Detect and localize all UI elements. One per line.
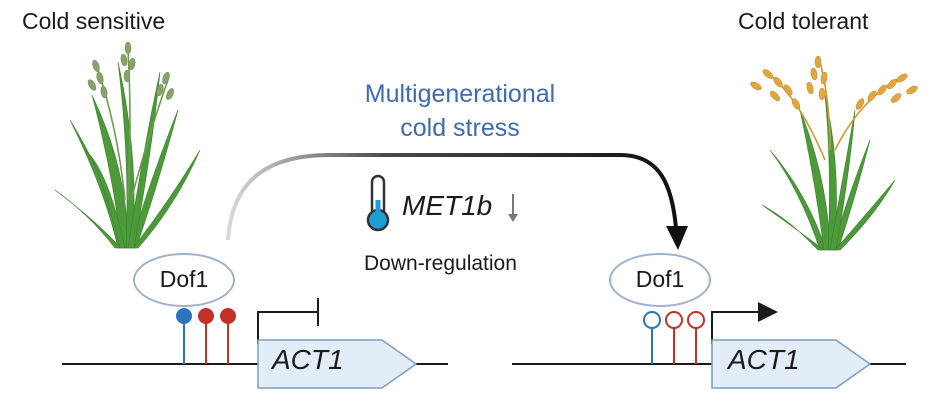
gene-box-left (257, 339, 418, 389)
process-label: Multigenerational cold stress (300, 77, 620, 145)
methylation-sites-left (176, 308, 236, 364)
process-arrow (226, 153, 678, 241)
met1b-gene-label: MET1b (402, 190, 493, 221)
methylation-sites-right (643, 311, 705, 364)
process-label-line1: Multigenerational (364, 80, 556, 108)
dof1-label-right: Dof1 (635, 266, 685, 292)
dof1-oval-right (609, 253, 711, 307)
process-label-line2: cold stress (400, 114, 520, 142)
active-promoter-right (711, 302, 778, 344)
process-arrow-head (666, 226, 688, 250)
down-arrow-icon (508, 194, 518, 222)
gene-box-right (711, 339, 872, 389)
cold-tolerant-label: Cold tolerant (738, 8, 869, 34)
act1-gene-label-right: ACT1 (728, 344, 800, 375)
cold-sensitive-label: Cold sensitive (22, 8, 166, 34)
act1-gene-label-left: ACT1 (272, 344, 344, 375)
cold-tolerant-plant-illustration (750, 55, 918, 251)
blocked-promoter-left (257, 298, 319, 344)
cold-sensitive-plant-illustration (54, 41, 201, 249)
thermometer-icon (366, 174, 390, 232)
down-regulation-label: Down-regulation (364, 252, 517, 275)
dof1-label-left: Dof1 (159, 266, 209, 292)
dof1-oval-left (133, 253, 235, 307)
